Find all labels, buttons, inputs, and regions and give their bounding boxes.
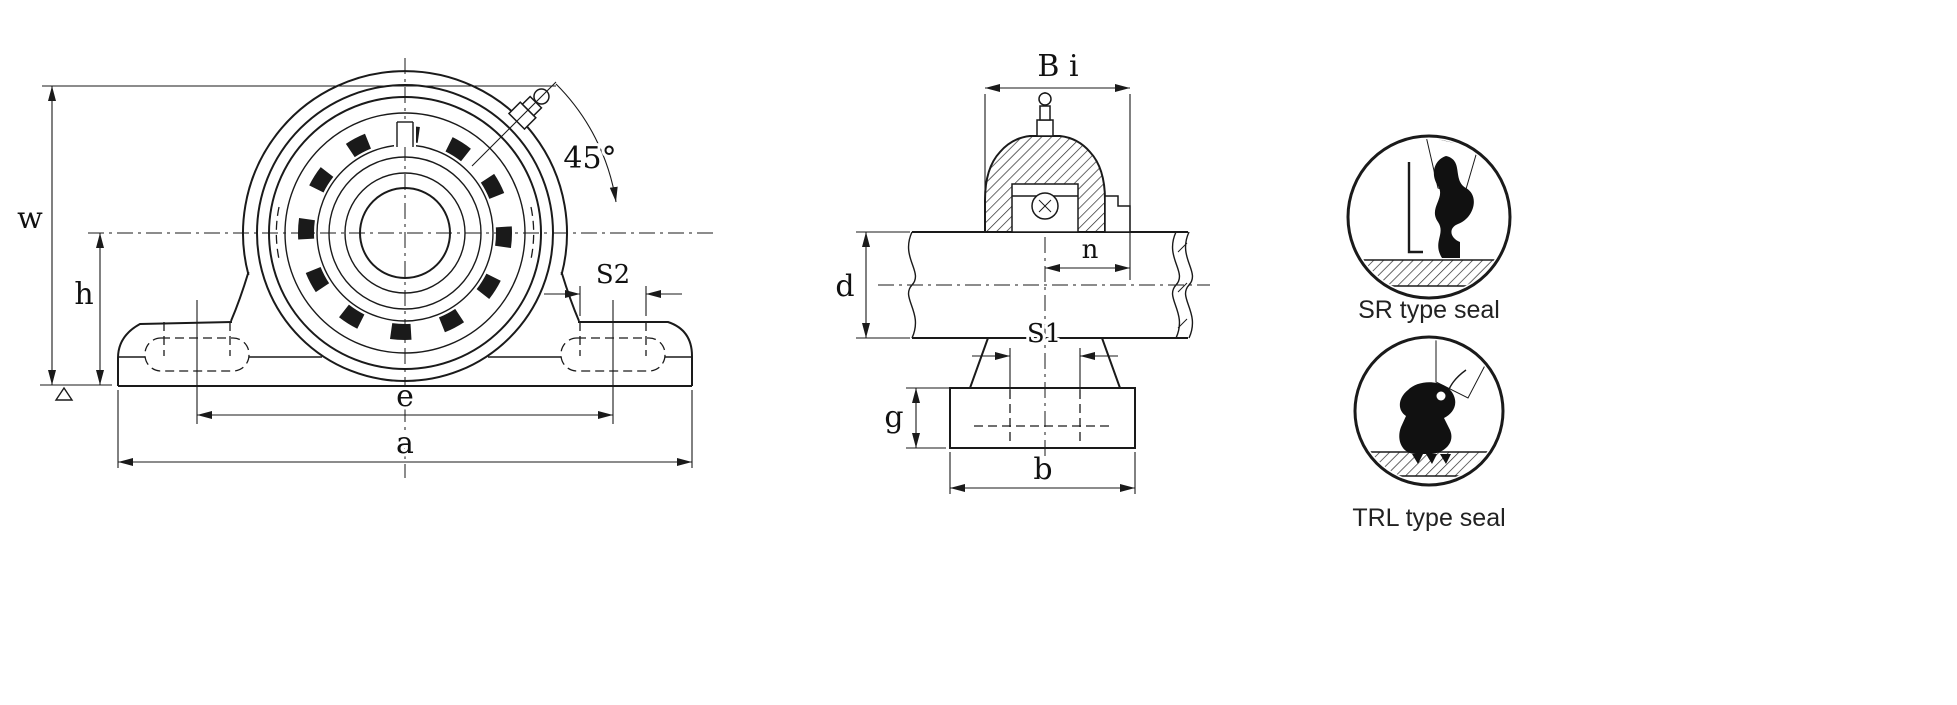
angle-arc <box>555 83 618 203</box>
shaft-break-right-outer <box>1184 231 1194 339</box>
dim-label-n: n <box>1082 235 1099 265</box>
pedestal-right-side <box>1101 337 1121 389</box>
dim-label-g: g <box>884 400 903 435</box>
dim-label-s1: S1 <box>1027 319 1061 349</box>
base-right-profile <box>578 321 693 386</box>
front-view: w h e a S2 45° <box>14 58 718 478</box>
sr-rubber-lip <box>1433 156 1474 258</box>
dim-bi: B i <box>984 46 1131 280</box>
base-outline <box>117 321 693 387</box>
trl-rubber-body <box>1399 382 1456 454</box>
seal-details: SR type seal TRL type seal <box>1346 134 1512 532</box>
dim-a: a <box>117 390 693 468</box>
sr-seal-section <box>1351 139 1507 287</box>
housing-arch <box>230 70 580 322</box>
dim-w: w <box>14 85 556 386</box>
dim-angle-45: 45° <box>471 81 620 203</box>
shaft-break-left <box>907 231 917 339</box>
trl-seal-section <box>1358 340 1500 477</box>
dim-d: d <box>832 231 910 339</box>
arch-left-flare <box>230 271 250 322</box>
dim-label-s2: S2 <box>596 260 630 290</box>
right-hidden-arc <box>530 206 535 260</box>
side-grease-nipple <box>1038 92 1052 106</box>
base-left-profile <box>117 321 233 386</box>
pedestal <box>949 337 1136 449</box>
sr-seal-circle <box>1346 134 1512 300</box>
shaft-break-right-inner <box>1171 231 1181 339</box>
dim-b: b <box>949 449 1136 494</box>
dim-label-bi: B i <box>1037 49 1078 84</box>
dim-s2: S2 <box>544 257 682 316</box>
dim-label-e: e <box>396 379 414 414</box>
bearing-circles <box>256 84 554 382</box>
dim-label-a: a <box>396 426 414 461</box>
sr-seal-label: SR type seal <box>1358 296 1500 324</box>
side-view: B i n d S1 g b <box>832 46 1210 494</box>
dim-e: e <box>196 300 614 424</box>
dim-label-d: d <box>835 269 854 304</box>
arch-right-flare <box>560 271 580 322</box>
angle-label: 45° <box>563 141 616 176</box>
sleeve-nut-block <box>1104 195 1131 233</box>
dim-h: h <box>71 233 104 385</box>
trl-seal-detail: TRL type seal <box>1352 335 1506 532</box>
dim-label-h: h <box>74 277 93 312</box>
dim-n: n <box>1045 232 1130 272</box>
sr-seal-detail: SR type seal <box>1346 134 1512 324</box>
housing-bore-circle <box>256 84 554 382</box>
trl-seal-label: TRL type seal <box>1352 504 1505 532</box>
left-hidden-arc <box>275 206 280 260</box>
sr-slinger <box>1407 162 1423 254</box>
pedestal-left-side <box>969 337 989 389</box>
bore-circle <box>359 187 451 279</box>
datum-triangle-symbol <box>54 386 74 401</box>
trl-garter-spring <box>1436 391 1446 401</box>
dim-label-w: w <box>17 201 43 236</box>
housing-section <box>984 92 1131 233</box>
dim-s1: S1 <box>972 316 1118 390</box>
trl-seal-circle <box>1353 335 1505 487</box>
sleeve-circle <box>344 172 466 294</box>
dim-g: g <box>881 387 966 449</box>
dim-label-b: b <box>1033 452 1052 487</box>
trl-triple-lips <box>1440 454 1451 464</box>
base-block <box>949 387 1136 449</box>
arch-outer-arc <box>242 70 568 276</box>
